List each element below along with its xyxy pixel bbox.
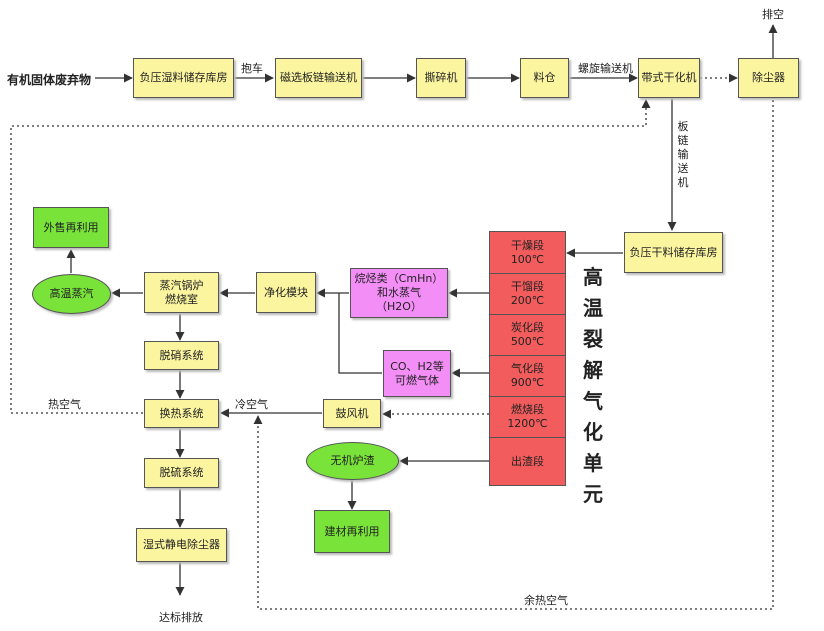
plate-chain-label: 板 链 输 送 机 <box>677 120 689 190</box>
stage-temp: 900℃ <box>510 376 545 389</box>
title-char: 单 <box>583 451 603 475</box>
stage-name: 干馏段 <box>511 280 544 293</box>
hydrocarbon-line: 和水蒸气 <box>377 286 421 299</box>
combustible-gas-node: CO、H2等 可燃气体 <box>383 350 451 397</box>
boiler-node: 蒸汽锅炉 燃烧室 <box>144 272 219 313</box>
plate-chain-char: 送 <box>677 162 689 175</box>
pyrolysis-unit-title: 高 温 裂 解 气 化 单 元 <box>581 262 605 510</box>
dust-collector-node: 除尘器 <box>738 58 799 98</box>
inorganic-slag-node: 无机炉渣 <box>306 442 399 480</box>
arrow-waste-heat-loop <box>253 100 774 610</box>
shredder-node: 撕碎机 <box>416 58 466 98</box>
desulfurization-node: 脱硫系统 <box>144 458 219 488</box>
title-char: 温 <box>583 296 603 320</box>
boiler-line: 燃烧室 <box>165 292 198 306</box>
silo-node: 料仓 <box>520 58 569 98</box>
heat-exchange-node: 换热系统 <box>144 399 219 428</box>
hydrocarbon-node: 烷烃类（CmHn） 和水蒸气 （H2O） <box>350 268 448 318</box>
combustible-line: CO、H2等 <box>390 359 444 373</box>
title-char: 元 <box>583 482 603 506</box>
pyrolysis-stage: 燃烧段 1200℃ <box>489 396 566 438</box>
combustible-line: 可燃气体 <box>395 373 439 387</box>
blower-node: 鼓风机 <box>323 399 381 428</box>
arrow-combustible-to-purification <box>338 293 382 374</box>
stage-temp: 500℃ <box>510 335 545 348</box>
cold-air-label: 冷空气 <box>235 398 268 411</box>
stage-temp: 1200℃ <box>507 417 548 430</box>
plate-chain-char: 机 <box>677 176 689 189</box>
title-char: 化 <box>583 420 603 444</box>
pyrolysis-stage: 气化段 900℃ <box>489 355 566 397</box>
source-label: 有机固体废弃物 <box>7 73 92 87</box>
discharge-label: 达标排放 <box>159 611 203 624</box>
wet-storage-node: 负压湿料储存库房 <box>133 58 234 98</box>
denitration-node: 脱硝系统 <box>144 341 219 370</box>
stage-name: 出渣段 <box>511 454 544 468</box>
plate-chain-char: 链 <box>677 134 689 147</box>
stage-name: 干燥段 <box>511 238 544 252</box>
building-material-node: 建材再利用 <box>314 510 390 553</box>
stage-temp: 100℃ <box>510 252 545 266</box>
boiler-line: 蒸汽锅炉 <box>159 278 204 292</box>
external-sale-node: 外售再利用 <box>33 207 109 248</box>
stage-temp: 200℃ <box>510 294 545 307</box>
purification-node: 净化模块 <box>256 272 316 313</box>
stage-name: 气化段 <box>511 362 544 375</box>
high-temp-steam-node: 高温蒸汽 <box>32 274 111 314</box>
forklift-label: 抱车 <box>241 62 263 75</box>
belt-dryer-node: 带式干化机 <box>638 58 700 98</box>
exhaust-label: 排空 <box>762 8 784 21</box>
screw-conveyor-label: 螺旋输送机 <box>578 62 633 75</box>
title-char: 裂 <box>583 327 603 351</box>
dry-storage-node: 负压干料储存库房 <box>624 232 723 273</box>
title-char: 气 <box>583 389 603 413</box>
plate-chain-char: 板 <box>677 120 689 133</box>
hydrocarbon-line: 烷烃类（CmHn） <box>354 272 444 285</box>
stage-name: 燃烧段 <box>511 403 544 416</box>
magnetic-conveyor-node: 磁选板链输送机 <box>275 58 362 98</box>
hydrocarbon-line: （H2O） <box>376 300 422 313</box>
pyrolysis-stage: 干馏段 200℃ <box>489 273 566 315</box>
title-char: 解 <box>583 358 603 382</box>
title-char: 高 <box>583 265 603 289</box>
stage-name: 炭化段 <box>511 321 544 334</box>
pyrolysis-unit: 干燥段 100℃ 干馏段 200℃ 炭化段 500℃ 气化段 900℃ 燃烧段 … <box>489 231 566 486</box>
waste-heat-air-label: 余热空气 <box>524 594 568 607</box>
hot-air-label: 热空气 <box>48 398 81 411</box>
plate-chain-char: 输 <box>677 148 689 161</box>
wet-esp-node: 湿式静电除尘器 <box>136 528 227 562</box>
pyrolysis-stage: 干燥段 100℃ <box>489 231 566 274</box>
pyrolysis-stage: 炭化段 500℃ <box>489 314 566 356</box>
pyrolysis-stage: 出渣段 <box>489 437 566 486</box>
